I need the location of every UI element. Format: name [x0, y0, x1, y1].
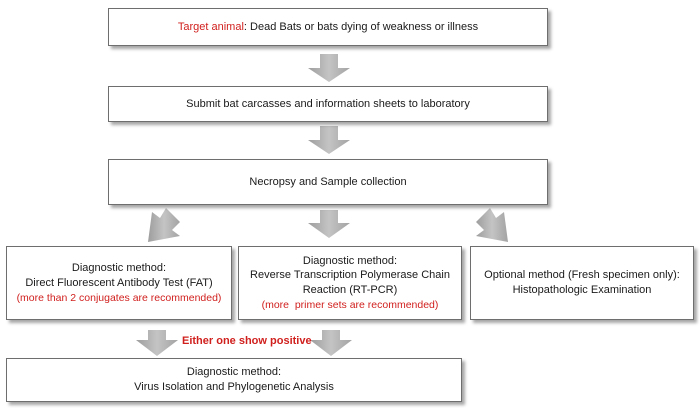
necropsy-text: Necropsy and Sample collection — [249, 175, 407, 188]
down-arrow-fat — [136, 330, 178, 356]
down-arrow-1 — [308, 54, 350, 82]
submit-carcasses-text: Submit bat carcasses and information she… — [186, 97, 470, 110]
down-arrow-2 — [308, 126, 350, 154]
virus-isolation-title: Diagnostic method: — [186, 366, 282, 379]
target-animal-box: Target animal: Dead Bats or bats dying o… — [108, 8, 548, 46]
down-arrow-3 — [308, 210, 350, 238]
virus-isolation-method: Virus Isolation and Phylogenetic Analysi… — [134, 381, 334, 393]
fat-method-title: Diagnostic method: — [71, 262, 167, 275]
diagonal-arrow-left — [148, 208, 180, 242]
submit-carcasses-box: Submit bat carcasses and information she… — [108, 86, 548, 122]
either-positive-label: Either one show positive — [182, 335, 312, 347]
target-animal-text: Target animal: Dead Bats or bats dying o… — [178, 20, 478, 35]
rtpcr-method-name-line1: Reverse Transcription Polymerase Chain — [250, 269, 450, 282]
target-animal-colon: : — [243, 20, 247, 33]
optional-method-line2: Histopathologic Examination — [512, 284, 652, 296]
fat-method-note: (more than 2 conjugates are recommended) — [16, 291, 222, 304]
rtpcr-method-note: (more primer sets are recommended) — [261, 299, 439, 312]
target-animal-description: Dead Bats or bats dying of weakness or i… — [246, 20, 479, 33]
optional-method-line1: Optional method (Fresh specimen only): — [484, 269, 680, 282]
target-animal-label: Target animal — [177, 20, 244, 33]
rtpcr-method-title: Diagnostic method: — [302, 254, 398, 267]
optional-method-box: Optional method (Fresh specimen only): H… — [470, 246, 694, 320]
down-arrow-rtpcr — [310, 330, 352, 356]
virus-isolation-box: Diagnostic method: Virus Isolation and P… — [6, 358, 462, 402]
necropsy-box: Necropsy and Sample collection — [108, 159, 548, 205]
fat-method-name: Direct Fluorescent Antibody Test (FAT) — [25, 276, 213, 289]
diagonal-arrow-right — [476, 208, 508, 242]
rtpcr-method-box: Diagnostic method: Reverse Transcription… — [238, 246, 462, 320]
rtpcr-method-name-line2: Reaction (RT-PCR) — [302, 284, 398, 297]
fat-method-box: Diagnostic method: Direct Fluorescent An… — [6, 246, 232, 320]
